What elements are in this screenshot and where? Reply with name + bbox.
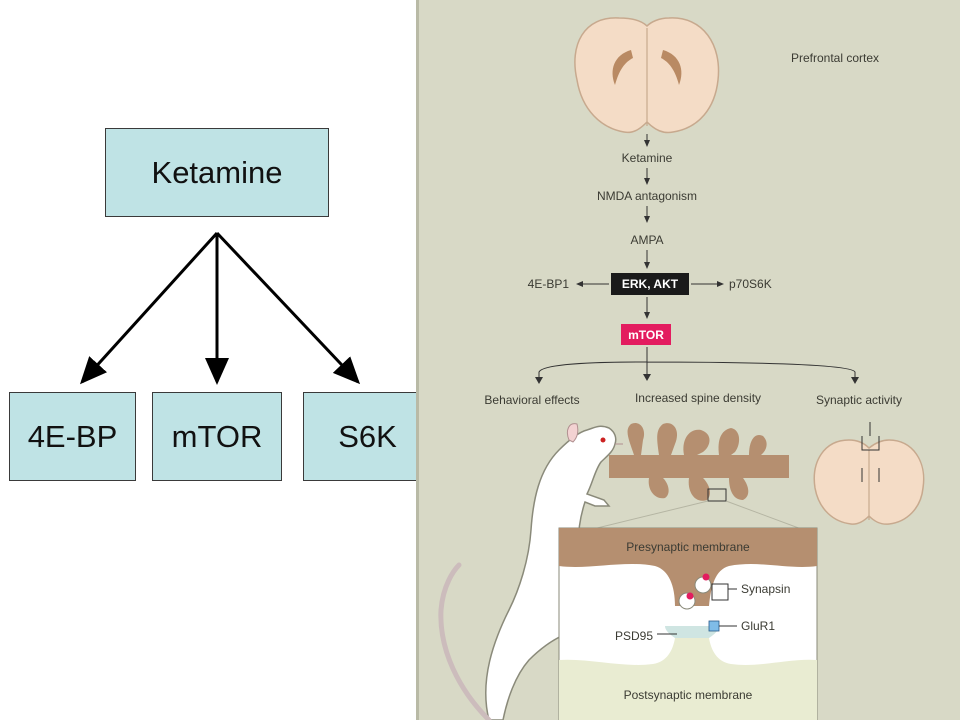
- cascade-ketamine: Ketamine: [622, 151, 673, 165]
- cascade-nmda: NMDA antagonism: [597, 189, 697, 203]
- outcome-behavioral: Behavioral effects: [484, 393, 579, 407]
- ketamine-box: Ketamine: [105, 128, 329, 217]
- arrow-to-s6k: [215, 231, 361, 385]
- glur1-label: GluR1: [741, 619, 775, 633]
- target-box-s6k: S6K: [303, 392, 432, 481]
- outcome-spine-density: Increased spine density: [635, 391, 761, 405]
- synapsin-label: Synapsin: [741, 582, 790, 596]
- arrow-to-4ebp: [79, 231, 219, 385]
- cascade-ampa: AMPA: [630, 233, 663, 247]
- mtor-box: [621, 324, 671, 345]
- psd95-label: PSD95: [615, 629, 653, 643]
- dendrite-illustration: [588, 422, 805, 531]
- outcome-synaptic-activity: Synaptic activity: [816, 393, 902, 407]
- left-diagram-arrows: [79, 231, 361, 385]
- synapse-inset: [558, 527, 818, 720]
- region-label: Prefrontal cortex: [791, 51, 879, 65]
- target-box-4ebp: 4E-BP: [9, 392, 136, 481]
- pathway-panel: Prefrontal cortex Ketamine NMDA antagoni…: [416, 0, 960, 720]
- erk-akt-box: [611, 273, 689, 295]
- target-box-mtor: mTOR: [152, 392, 282, 481]
- brain-illustration-bottom: [813, 422, 925, 525]
- pathway-figure: Prefrontal cortex Ketamine NMDA antagoni…: [438, 17, 925, 720]
- branch-4ebp1: 4E-BP1: [528, 277, 570, 291]
- erk-akt-label: ERK, AKT: [622, 277, 679, 291]
- mtor-label: mTOR: [628, 328, 664, 342]
- branch-p70s6k: p70S6K: [729, 277, 772, 291]
- brain-illustration-top: [574, 17, 720, 134]
- postsynaptic-label: Postsynaptic membrane: [624, 688, 753, 702]
- presynaptic-label: Presynaptic membrane: [626, 540, 750, 554]
